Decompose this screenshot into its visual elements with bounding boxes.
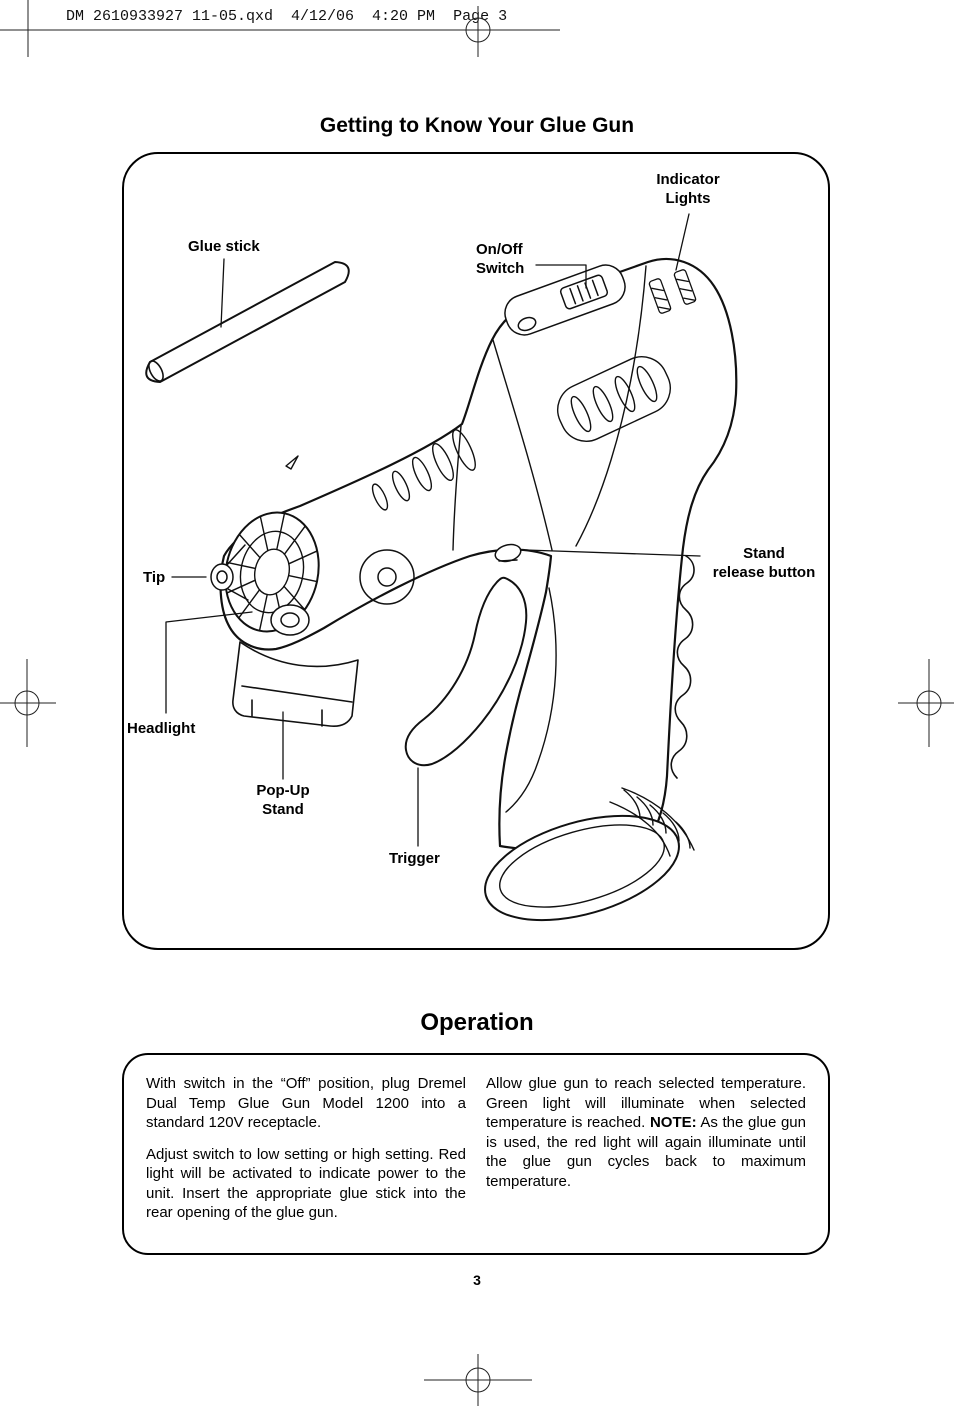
operation-title: Operation bbox=[420, 1009, 534, 1036]
label-tip: Tip bbox=[143, 569, 166, 586]
label-stand-release-button: Stand release button bbox=[712, 545, 816, 581]
operation-box: With switch in the “Off” position, plug … bbox=[122, 1053, 830, 1255]
registration-mark-bottom bbox=[424, 1354, 532, 1406]
page-number: 3 bbox=[473, 1272, 481, 1288]
label-indicator-lights: Indicator Lights bbox=[656, 171, 720, 207]
note-preceding-text: Allow glue gun to reach selected tempera… bbox=[486, 1075, 806, 1131]
operation-right-column: Allow glue gun to reach selected tempera… bbox=[486, 1074, 806, 1253]
label-trigger: Trigger bbox=[389, 850, 440, 867]
note-label: NOTE: bbox=[649, 1114, 697, 1131]
operation-paragraph-2: Adjust switch to low setting or high set… bbox=[146, 1145, 466, 1222]
operation-paragraph-1: With switch in the “Off” position, plug … bbox=[146, 1075, 466, 1131]
label-pop-up-stand: Pop-Up Stand bbox=[256, 782, 310, 818]
registration-mark-right bbox=[898, 659, 954, 747]
label-glue-stick: Glue stick bbox=[188, 238, 260, 255]
label-on-off-switch: On/Off Switch bbox=[476, 241, 525, 277]
label-headlight: Headlight bbox=[127, 720, 196, 737]
registration-mark-left bbox=[0, 659, 56, 747]
print-header: DM 2610933927 11-05.qxd 4/12/06 4:20 PM … bbox=[66, 8, 508, 25]
diagram-title: Getting to Know Your Glue Gun bbox=[319, 114, 635, 137]
operation-left-column: With switch in the “Off” position, plug … bbox=[146, 1074, 466, 1253]
note-following-text: As the glue gun is used, the red light w… bbox=[486, 1114, 806, 1190]
operation-paragraph-3: Allow glue gun to reach selected tempera… bbox=[486, 1074, 806, 1191]
